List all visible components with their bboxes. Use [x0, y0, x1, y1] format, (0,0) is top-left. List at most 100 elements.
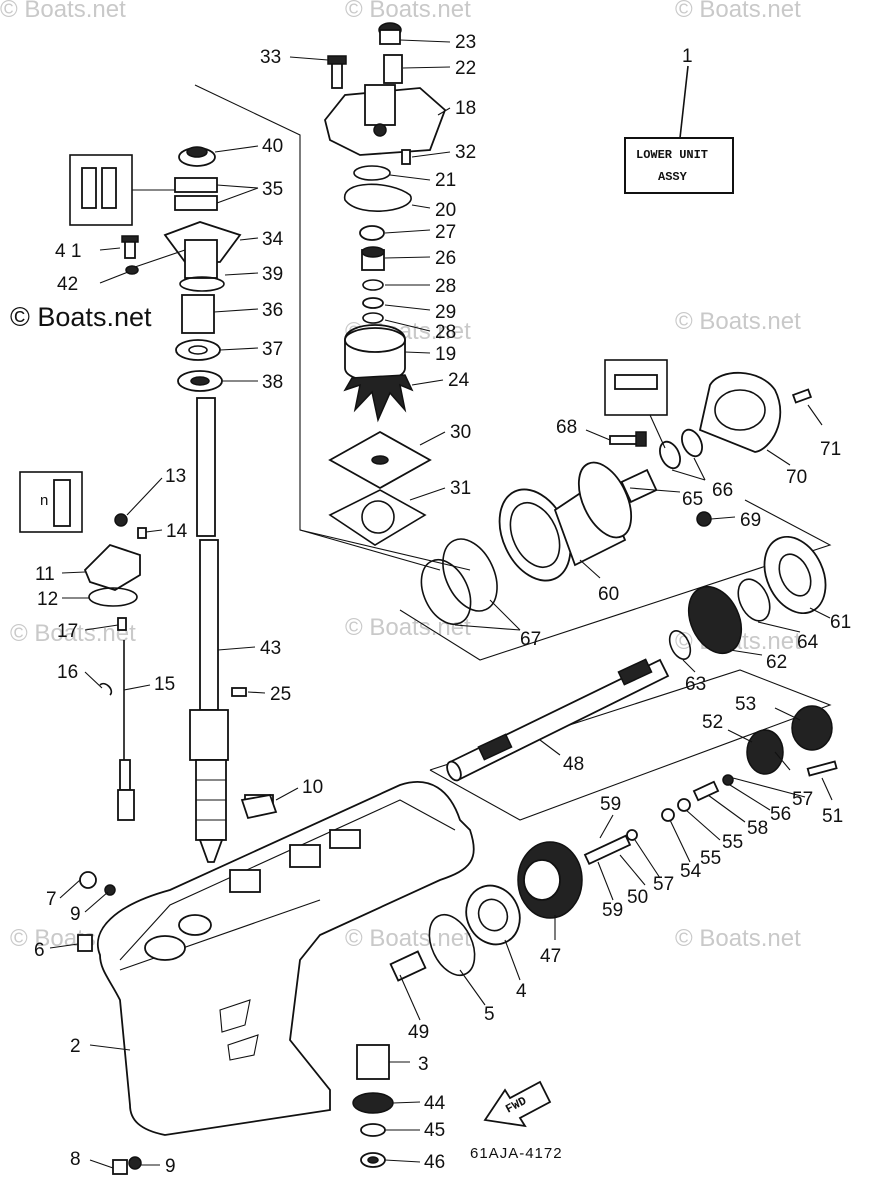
watermark-main: © Boats.net: [10, 302, 152, 332]
callout-43: 43: [260, 638, 281, 659]
callout-34: 34: [262, 229, 284, 250]
callout-63: 63: [685, 674, 706, 695]
callout-47: 47: [540, 946, 561, 967]
callout-39: 39: [262, 264, 283, 285]
callout-52: 52: [702, 712, 723, 733]
water-pump-parts: [324, 22, 447, 546]
watermark: © Boats.net: [0, 0, 126, 23]
svg-text:n: n: [40, 492, 48, 509]
callout-60: 60: [598, 584, 619, 605]
callout-58: 58: [747, 818, 768, 839]
callout-11: 11: [35, 564, 55, 585]
callout-14: 14: [166, 521, 188, 542]
box-line1: LOWER UNIT: [636, 148, 708, 162]
callout-28b: 28: [435, 322, 456, 343]
callout-9b: 9: [165, 1156, 176, 1177]
callout-32: 32: [455, 142, 476, 163]
callout-8: 8: [70, 1149, 81, 1170]
callout-30: 30: [450, 422, 471, 443]
callout-22: 22: [455, 58, 476, 79]
callout-16: 16: [57, 662, 78, 683]
callout-44: 44: [424, 1093, 446, 1114]
callout-10: 10: [302, 777, 323, 798]
watermark: © Boats.net: [345, 614, 471, 641]
callout-55a: 55: [700, 848, 721, 869]
callout-67: 67: [520, 629, 541, 650]
callout-38: 38: [262, 372, 283, 393]
callout-37: 37: [262, 339, 283, 360]
callout-24: 24: [448, 370, 470, 391]
callout-49: 49: [408, 1022, 429, 1043]
callout-12: 12: [37, 589, 58, 610]
callout-4: 4: [516, 981, 527, 1002]
callout-53: 53: [735, 694, 756, 715]
callout-57a: 57: [653, 874, 674, 895]
fwd-arrow: FWD: [483, 1080, 552, 1128]
callout-19: 19: [435, 344, 456, 365]
propeller-shaft-parts: [352, 359, 838, 1168]
callout-51: 51: [822, 806, 843, 827]
callout-61: 61: [830, 612, 851, 633]
callout-62: 62: [766, 652, 787, 673]
callout-69: 69: [740, 510, 761, 531]
callout-33: 33: [260, 47, 281, 68]
lower-unit-assy-box: LOWER UNIT ASSY: [624, 65, 734, 194]
watermark: © Boats.net: [675, 925, 801, 952]
callout-29: 29: [435, 302, 456, 323]
callout-70: 70: [786, 467, 807, 488]
callout-56: 56: [770, 804, 791, 825]
callout-36: 36: [262, 300, 283, 321]
callout-17: 17: [57, 621, 78, 642]
callout-27: 27: [435, 222, 456, 243]
reference-code: 61AJA-4172: [470, 1145, 563, 1162]
callout-9a: 9: [70, 904, 81, 925]
callout-59a: 59: [600, 794, 621, 815]
box-line2: ASSY: [658, 170, 688, 184]
watermark: © Boats.net: [675, 0, 801, 23]
callout-6: 6: [34, 940, 45, 961]
callout-59b: 59: [602, 900, 623, 921]
watermark: © Boats.net: [345, 925, 471, 952]
callout-48: 48: [563, 754, 584, 775]
callout-55b: 55: [722, 832, 743, 853]
callout-46: 46: [424, 1152, 445, 1173]
callout-23: 23: [455, 32, 476, 53]
callout-28a: 28: [435, 276, 456, 297]
callout-26: 26: [435, 248, 456, 269]
leader-lines: [49, 39, 833, 1169]
lower-casing: [77, 781, 475, 1175]
watermark: © Boats.net: [10, 620, 136, 647]
callout-65: 65: [682, 489, 703, 510]
callout-40: 40: [262, 136, 283, 157]
callout-35: 35: [262, 179, 283, 200]
callout-71: 71: [820, 439, 841, 460]
watermark: © Boats.net: [345, 0, 471, 23]
callout-15: 15: [154, 674, 175, 695]
shift-rod-parts: n: [19, 471, 147, 821]
callout-20: 20: [435, 200, 456, 221]
callout-3: 3: [418, 1054, 429, 1075]
callout-1: 1: [682, 46, 693, 67]
callout-68: 68: [556, 417, 577, 438]
group-brackets: [194, 84, 832, 821]
watermark: © Boats.net: [675, 308, 801, 335]
callout-45: 45: [424, 1120, 445, 1141]
drive-shaft-parts: [69, 146, 247, 863]
callout-50: 50: [627, 887, 648, 908]
callout-18: 18: [455, 98, 476, 119]
callout-13: 13: [165, 466, 186, 487]
callout-31: 31: [450, 478, 471, 499]
callout-25: 25: [270, 684, 291, 705]
callout-numbers: 1 23 22 33 18 32 21 20 27 26 28 29 28 19…: [34, 32, 851, 1177]
callout-42: 42: [57, 274, 78, 295]
callout-21: 21: [435, 170, 456, 191]
callout-57b: 57: [792, 789, 813, 810]
callout-64: 64: [797, 632, 819, 653]
callout-66: 66: [712, 480, 733, 501]
callout-41: 4 1: [55, 241, 81, 262]
callout-5: 5: [484, 1004, 495, 1025]
callout-7: 7: [46, 889, 57, 910]
callout-54: 54: [680, 861, 702, 882]
callout-2: 2: [70, 1036, 81, 1057]
